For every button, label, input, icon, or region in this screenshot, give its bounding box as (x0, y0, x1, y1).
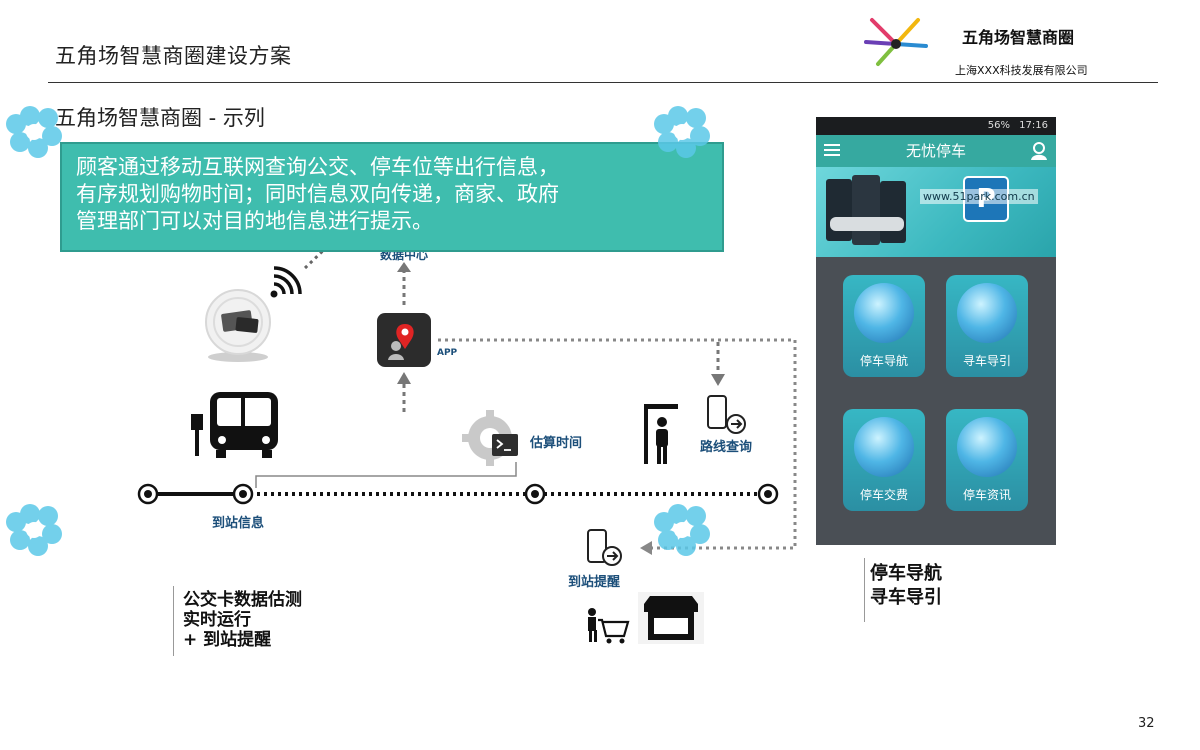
app-loop-connector (438, 338, 797, 550)
bus-icon (191, 392, 278, 458)
tile-label: 停车交费 (859, 488, 908, 502)
divider (173, 586, 174, 656)
callout-line: 顾客通过移动互联网查询公交、停车位等出行信息， (76, 155, 559, 179)
tile-car-finding[interactable]: 寻车导引 (946, 275, 1028, 377)
user-icon[interactable] (1030, 141, 1048, 161)
banner-phones-icon (826, 175, 906, 245)
org-name: 五角场智慧商圈 (962, 28, 1075, 47)
callout-line: 有序规划购物时间；同时信息双向传递，商家、政府 (76, 182, 559, 206)
gear-icon (462, 410, 518, 466)
label-arrival-reminder: 到站提醒 (568, 575, 621, 590)
caption-line: + 到站提醒 (183, 630, 272, 650)
news-icon (957, 417, 1017, 477)
flow-diagram (137, 242, 797, 644)
magnifier-icon (957, 283, 1017, 343)
tile-parking-news[interactable]: 停车资讯 (946, 409, 1028, 511)
tile-parking-payment[interactable]: 停车交费 (843, 409, 925, 511)
route-bracket (255, 462, 517, 488)
app-banner: P (816, 167, 1056, 257)
route-phone-icon (707, 395, 746, 434)
arrival-phone-icon (587, 529, 622, 566)
label-app: APP (437, 348, 458, 358)
caption-line: 停车导航 (870, 563, 942, 584)
parking-caption: 停车导航 寻车导引 (870, 562, 942, 610)
logo-icon (858, 12, 934, 76)
label-route-query: 路线查询 (700, 440, 753, 455)
parking-p-icon (854, 283, 914, 343)
banner-url: www.51park.com.cn (920, 189, 1038, 204)
timeline-node (524, 483, 546, 505)
page-number: 32 (1138, 716, 1155, 731)
doc-title: 五角场智慧商圈建设方案 (55, 44, 292, 68)
label-station-info: 到站信息 (212, 516, 265, 531)
callout-line: 管理部门可以对目的地信息进行提示。 (76, 209, 433, 233)
timeline-node (757, 483, 779, 505)
phone-status-bar: 56% 17:16 (816, 117, 1056, 135)
card-reader-icon (205, 289, 271, 362)
timeline-node (232, 483, 254, 505)
phone-screenshot: 56% 17:16 无忧停车 P www.51park.com.cn 停车导航 … (816, 117, 1056, 545)
shopping-cart-icon (588, 608, 630, 644)
org-company: 上海XXX科技发展有限公司 (955, 64, 1088, 77)
tile-label: 停车资讯 (962, 488, 1011, 502)
caption-line: 公交卡数据估测 (183, 590, 302, 610)
tile-parking-navigation[interactable]: 停车导航 (843, 275, 925, 377)
caption-line: 寻车导引 (870, 587, 942, 608)
status-time: 17:16 (1019, 120, 1048, 131)
bus-card-caption: 公交卡数据估测 实时运行 + 到站提醒 (183, 590, 302, 650)
caption-line: 实时运行 (183, 610, 251, 630)
callout-box: 顾客通过移动互联网查询公交、停车位等出行信息， 有序规划购物时间；同时信息双向传… (60, 142, 724, 252)
app-icon (377, 313, 431, 367)
divider (864, 558, 865, 622)
menu-icon[interactable] (824, 143, 840, 157)
section-title: 五角场智慧商圈 - 示列 (55, 106, 265, 130)
app-title: 无忧停车 (905, 142, 966, 160)
wifi-icon (270, 266, 302, 298)
header-rule (48, 82, 1158, 83)
bus-stop-person-icon (644, 404, 678, 464)
store-icon (638, 592, 704, 644)
yen-icon (854, 417, 914, 477)
tile-label: 停车导航 (859, 354, 908, 368)
timeline-node (137, 483, 159, 505)
tile-label: 寻车导引 (962, 354, 1011, 368)
label-estimate-time: 估算时间 (530, 436, 583, 451)
app-title-bar: 无忧停车 (816, 135, 1056, 167)
battery-level: 56% (987, 120, 1010, 131)
